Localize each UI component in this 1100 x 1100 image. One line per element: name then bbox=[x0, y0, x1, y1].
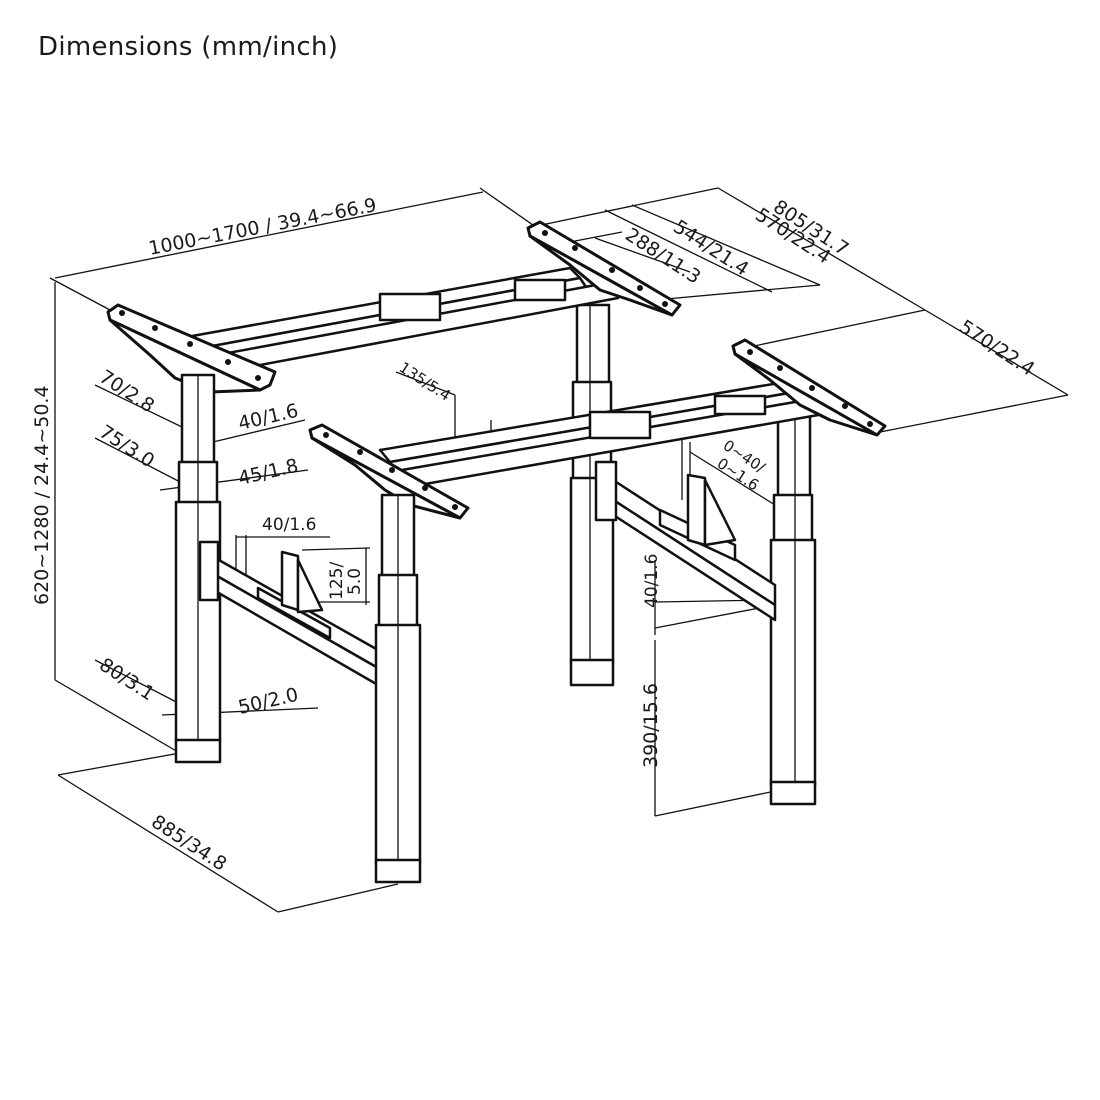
label-column-mid-outer: 75/3.0 bbox=[95, 421, 158, 473]
label-height-range: 620~1280 / 24.4~50.4 bbox=[31, 385, 53, 605]
front-leg bbox=[374, 493, 422, 884]
label-beam-offset: 135/5.4 bbox=[396, 358, 454, 404]
label-column-outer-width: 70/2.8 bbox=[95, 366, 158, 418]
label-bracket-length-right: 570/22.4 bbox=[955, 316, 1038, 381]
page-title: Dimensions (mm/inch) bbox=[38, 32, 339, 62]
label-column-inner-width: 40/1.6 bbox=[236, 400, 300, 435]
label-bracket-height-a: 125/ bbox=[327, 562, 347, 600]
label-foot-outer-width: 80/3.1 bbox=[95, 654, 158, 706]
top-beams bbox=[168, 266, 826, 489]
left-leg bbox=[174, 373, 380, 764]
label-crossbar-clearance: 390/15.6 bbox=[640, 683, 662, 768]
right-leg bbox=[594, 413, 817, 806]
right-top-bracket bbox=[731, 338, 887, 437]
label-crossbar-width: 40/1.6 bbox=[262, 515, 316, 535]
label-column-mid-inner: 45/1.8 bbox=[236, 455, 300, 490]
label-crossbar-height: 40/1.6 bbox=[642, 554, 662, 608]
back-right-top-bracket bbox=[526, 220, 682, 317]
label-bracket-height-b: 5.0 bbox=[345, 568, 365, 595]
label-depth: 885/34.8 bbox=[147, 811, 230, 876]
label-frame-width: 1000~1700 / 39.4~66.9 bbox=[147, 194, 379, 260]
label-foot-inner-width: 50/2.0 bbox=[236, 684, 300, 719]
